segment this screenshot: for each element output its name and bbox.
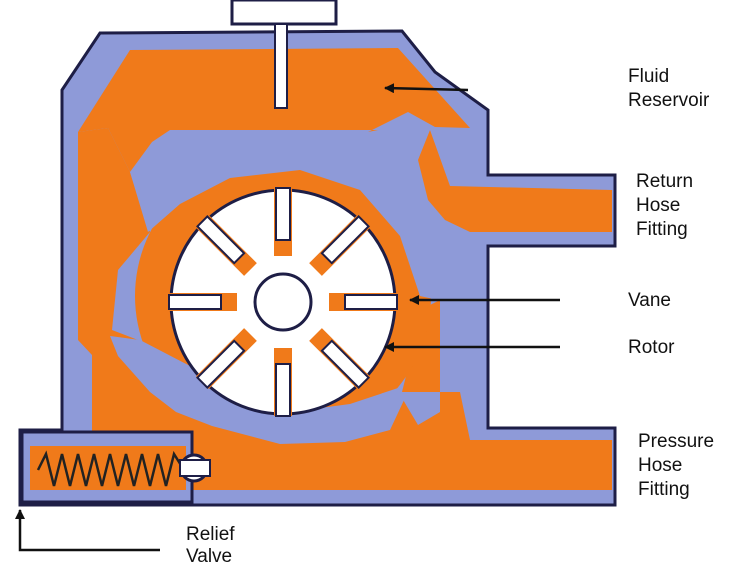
label-relief-valve-line2: Valve bbox=[186, 546, 232, 567]
label-fluid-reservoir-line1: Fluid bbox=[628, 66, 669, 87]
housing-lower-wedge bbox=[110, 336, 405, 444]
label-pressure-hose-fitting-line2: Hose bbox=[638, 455, 682, 476]
vane-blade bbox=[196, 339, 246, 389]
vane-blade bbox=[196, 215, 246, 265]
label-relief-valve-line1: Relief bbox=[186, 524, 235, 545]
label-return-hose-fitting-line1: Return bbox=[636, 171, 693, 192]
vane-3 bbox=[329, 293, 398, 311]
label-rotor-line1: Rotor bbox=[628, 337, 675, 358]
vane-blade bbox=[320, 215, 370, 265]
vane-blade bbox=[320, 339, 370, 389]
vane-8 bbox=[196, 215, 257, 276]
vane-blade bbox=[344, 294, 398, 310]
label-pressure-hose-fitting-line3: Fitting bbox=[638, 479, 690, 500]
label-return-hose-fitting-line3: Fitting bbox=[636, 219, 688, 240]
return-hose-channel bbox=[418, 130, 612, 232]
label-pressure-hose-fitting-line1: Pressure bbox=[638, 431, 714, 452]
relief-valve-spring bbox=[36, 450, 186, 487]
relief-valve-arrow bbox=[15, 509, 160, 552]
label-return-hose-fitting-line2: Hose bbox=[636, 195, 680, 216]
filler-cap bbox=[230, 0, 338, 26]
fluid-reservoir-arrow bbox=[384, 83, 469, 94]
fluid-reservoir bbox=[78, 48, 470, 172]
vane-blade bbox=[275, 363, 291, 417]
vanes bbox=[168, 187, 398, 417]
label-fluid-reservoir: Fluid Reservoir bbox=[628, 66, 710, 111]
relief-valve-plunger-body bbox=[179, 459, 211, 477]
label-return-hose-fitting: Return Hose Fitting bbox=[636, 171, 698, 240]
vane-blade bbox=[275, 187, 291, 241]
vane-blade bbox=[168, 294, 222, 310]
vane-7 bbox=[168, 293, 237, 311]
filler-stem bbox=[274, 23, 288, 109]
vane-4 bbox=[309, 328, 370, 389]
label-vane: Vane bbox=[628, 290, 671, 311]
vane-1 bbox=[274, 187, 292, 256]
rotor-hub bbox=[253, 272, 313, 332]
label-fluid-reservoir-line2: Reservoir bbox=[628, 90, 710, 111]
vane-6 bbox=[196, 328, 257, 389]
vane-2 bbox=[309, 215, 370, 276]
housing-inner-wedge bbox=[130, 132, 438, 300]
vane-5 bbox=[274, 348, 292, 417]
label-relief-valve: Relief Valve bbox=[186, 524, 240, 567]
label-pressure-hose-fitting: Pressure Hose Fitting bbox=[638, 431, 719, 500]
label-rotor: Rotor bbox=[628, 337, 675, 358]
label-vane-line1: Vane bbox=[628, 290, 671, 311]
